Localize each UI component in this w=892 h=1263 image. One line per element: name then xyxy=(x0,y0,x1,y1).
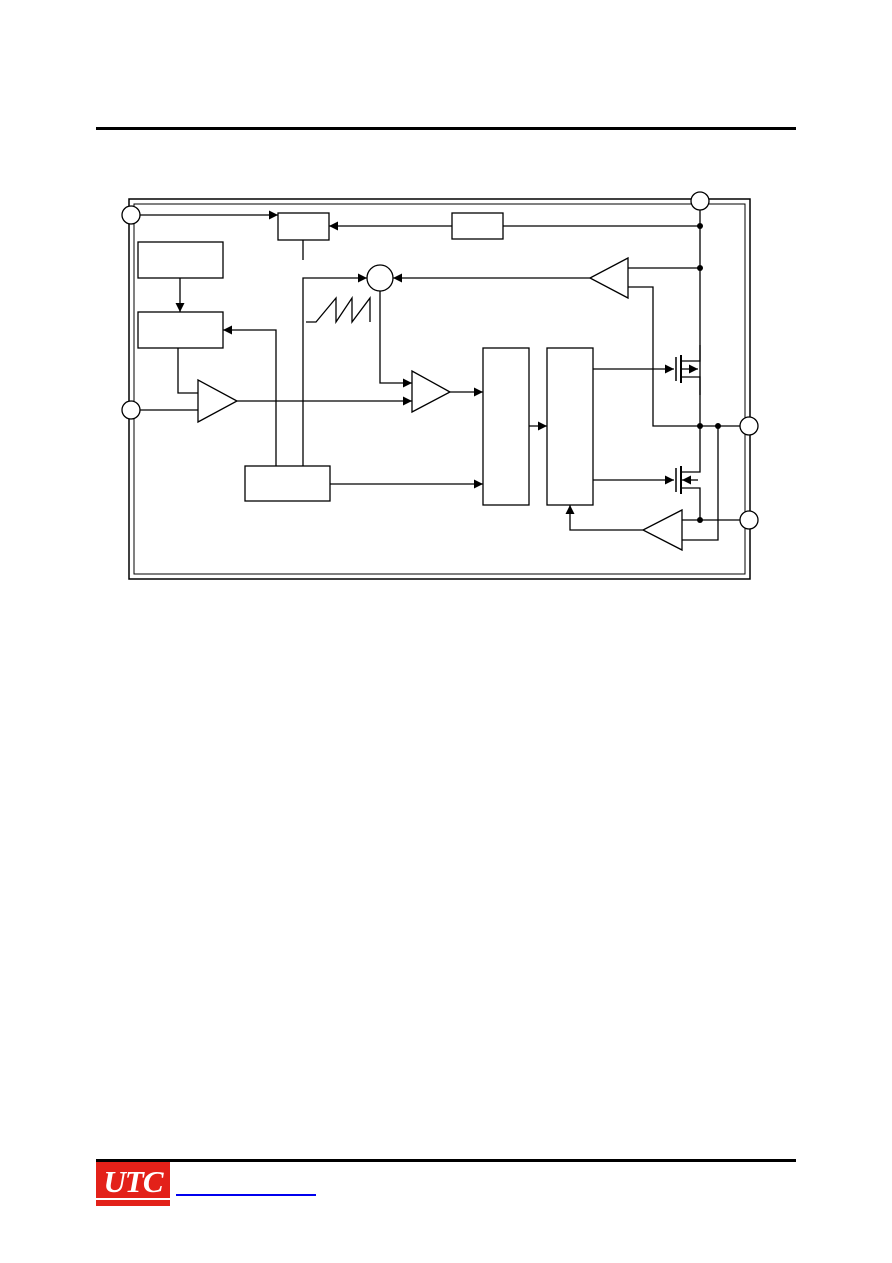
junction xyxy=(697,423,703,429)
block-logic xyxy=(482,347,530,506)
utc-logo: UTC xyxy=(96,1162,170,1206)
error-amplifier xyxy=(197,378,239,424)
block-driver xyxy=(546,347,594,506)
header-rule xyxy=(96,127,796,130)
logo-text: UTC xyxy=(103,1164,164,1199)
chip-outline-inner xyxy=(133,203,746,575)
junction xyxy=(715,423,721,429)
summing-node xyxy=(366,264,394,292)
chip-outline-outer xyxy=(128,198,751,580)
pin-left-mid xyxy=(121,400,141,420)
pwm-comparator xyxy=(411,369,452,414)
sawtooth-ramp xyxy=(306,295,371,325)
pin-left-top xyxy=(121,205,141,225)
junction xyxy=(697,265,703,271)
junction xyxy=(697,517,703,523)
pin-right-bottom xyxy=(739,510,759,530)
block-softstart xyxy=(137,311,224,349)
zero-cross-amp xyxy=(641,508,683,552)
junction xyxy=(697,223,703,229)
block-diagram xyxy=(121,191,759,580)
pin-top-right xyxy=(690,191,710,211)
block-oscillator xyxy=(244,465,331,502)
logo-stripe xyxy=(96,1198,170,1200)
block-top-control xyxy=(277,212,330,241)
block-top-right xyxy=(451,212,504,240)
footer-link[interactable] xyxy=(176,1194,316,1196)
pin-right-mid xyxy=(739,416,759,436)
footer-rule xyxy=(96,1159,796,1162)
current-sense-amp xyxy=(588,256,629,300)
block-reference xyxy=(137,241,224,279)
